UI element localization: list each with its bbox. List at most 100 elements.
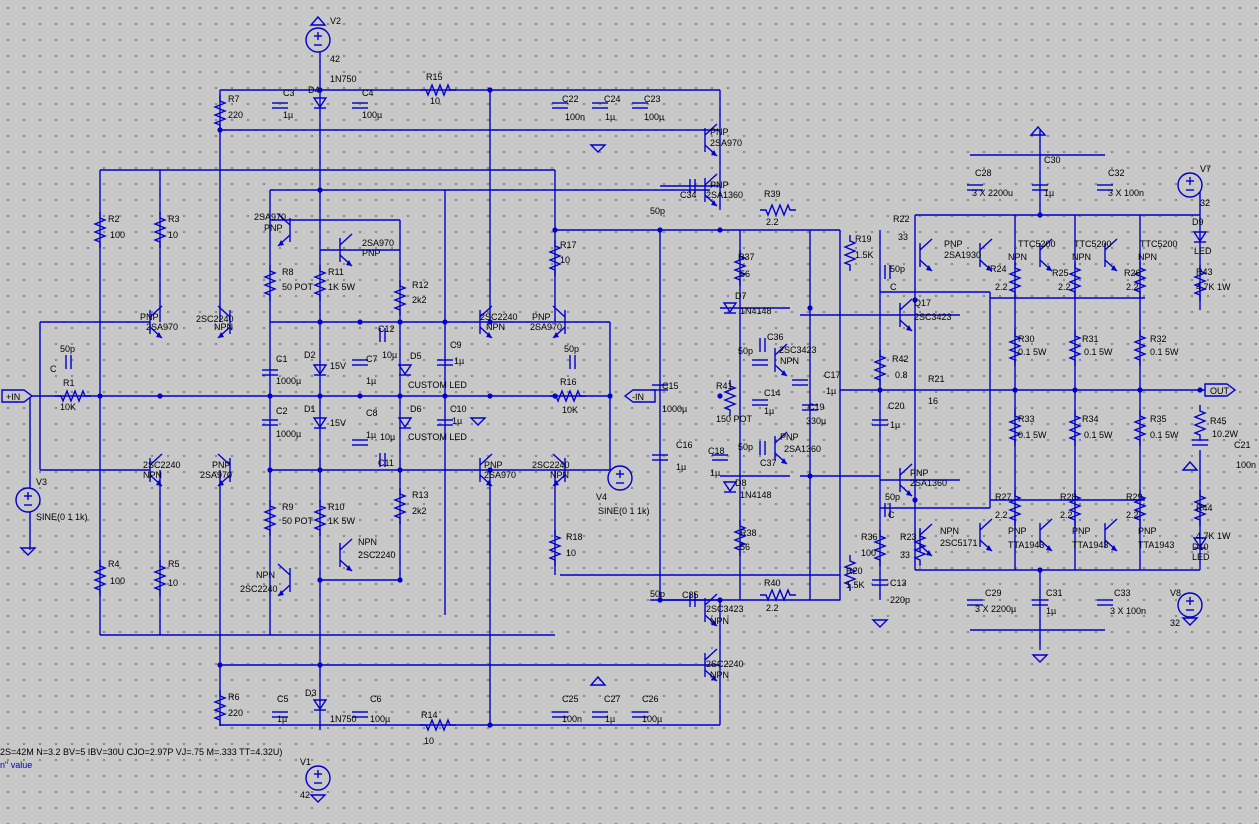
component-label: R45 [1210,416,1227,426]
component-label: 1N4148 [740,306,772,316]
resistor [1133,330,1147,366]
component-label: NPN [1072,252,1091,262]
component-label: 10 [430,96,440,106]
transistor [704,648,718,661]
component-label: R40 [764,578,781,588]
junction-dot [267,467,273,473]
component-label: D3 [305,688,317,698]
resistor [548,240,562,276]
component-label: C18 [708,446,725,456]
transistor [979,238,993,251]
junction-dot [487,467,493,473]
resistor [93,212,107,248]
junction-dot [717,597,723,603]
component-label: R30 [1018,334,1035,344]
component-label: R31 [1082,334,1099,344]
component-label: 10µ [382,350,397,360]
component-label: CUSTOM LED [408,432,467,442]
component-label: PNP [484,460,503,470]
transistor [486,332,492,338]
junction-dot [442,393,448,399]
component-label: 2k2 [412,506,427,516]
component-label: 2.2 [1126,510,1139,520]
component-label: R4 [108,559,120,569]
transistor [899,463,913,476]
component-label: PNP [710,127,729,137]
resistor [1068,490,1082,526]
junction-dot [552,227,558,233]
component-label: R13 [412,490,429,500]
component-label: R44 [1196,503,1213,513]
transistor [553,332,559,338]
component-label: 10K [562,405,578,415]
component-label: V3 [36,477,47,487]
resistor [873,350,887,386]
junction-dot [357,319,363,325]
component-label: R26 [1124,268,1141,278]
resistor [313,500,327,536]
supply-arrow [589,675,607,686]
transistor [217,453,231,466]
component-label: R15 [426,72,443,82]
transistor [926,265,932,271]
component-label: 10 [168,230,178,240]
transistor [1039,238,1053,251]
component-label: R16 [560,377,577,387]
component-label: R14 [421,710,438,720]
component-label: 0.1 5W [1018,347,1047,357]
transistor [979,518,993,531]
component-label: 100 [110,230,125,240]
component-label: 2SC3423 [779,345,817,355]
resistor [55,389,91,403]
component-label: 2SA970 [200,470,232,480]
resistor [760,588,796,602]
component-label: 1µ [277,714,287,724]
transistor [774,431,788,444]
component-label: 1.5K [855,250,874,260]
component-label: LED [1194,246,1212,256]
component-label: 10.2W [1212,429,1239,439]
junction-dot [317,577,323,583]
resistor [1008,410,1022,446]
component-label: C34 [680,190,697,200]
junction-dot [877,387,883,393]
component-label: NPN [358,537,377,547]
component-label: C26 [642,694,659,704]
component-label: 220 [228,708,243,718]
resistor [1133,410,1147,446]
component-label: 100 [110,576,125,586]
component-label: C22 [562,94,579,104]
transistor [156,480,162,486]
component-label: PNP [212,460,231,470]
component-label: 1µ [454,356,464,366]
component-label: C13 [890,578,907,588]
component-label: R8 [282,267,294,277]
junction-dot [1137,387,1143,393]
transistor [919,523,933,536]
component-label: C32 [1108,168,1125,178]
component-label: 42 [300,790,310,800]
ground [589,144,607,153]
component-label: 50p [885,492,900,502]
junction-dot [912,497,918,503]
diode [312,364,328,376]
component-label: 42 [330,54,340,64]
junction-dot [1037,212,1043,218]
component-label: 56 [740,542,750,552]
junction-dot [397,393,403,399]
junction-dot [397,319,403,325]
component-label: 2SA1360 [910,478,947,488]
junction-dot [717,393,723,399]
component-label: R29 [1126,492,1143,502]
component-label: 1µ [676,462,686,472]
component-label: C5 [277,694,289,704]
junction-dot [1072,387,1078,393]
component-label: 50p [564,344,579,354]
component-label: NPN [1008,252,1027,262]
component-label: NPN [550,470,569,480]
component-label: 2SA1930 [944,250,981,260]
transistor [711,150,717,156]
component-label: C15 [662,381,679,391]
component-label: NPN [710,670,729,680]
